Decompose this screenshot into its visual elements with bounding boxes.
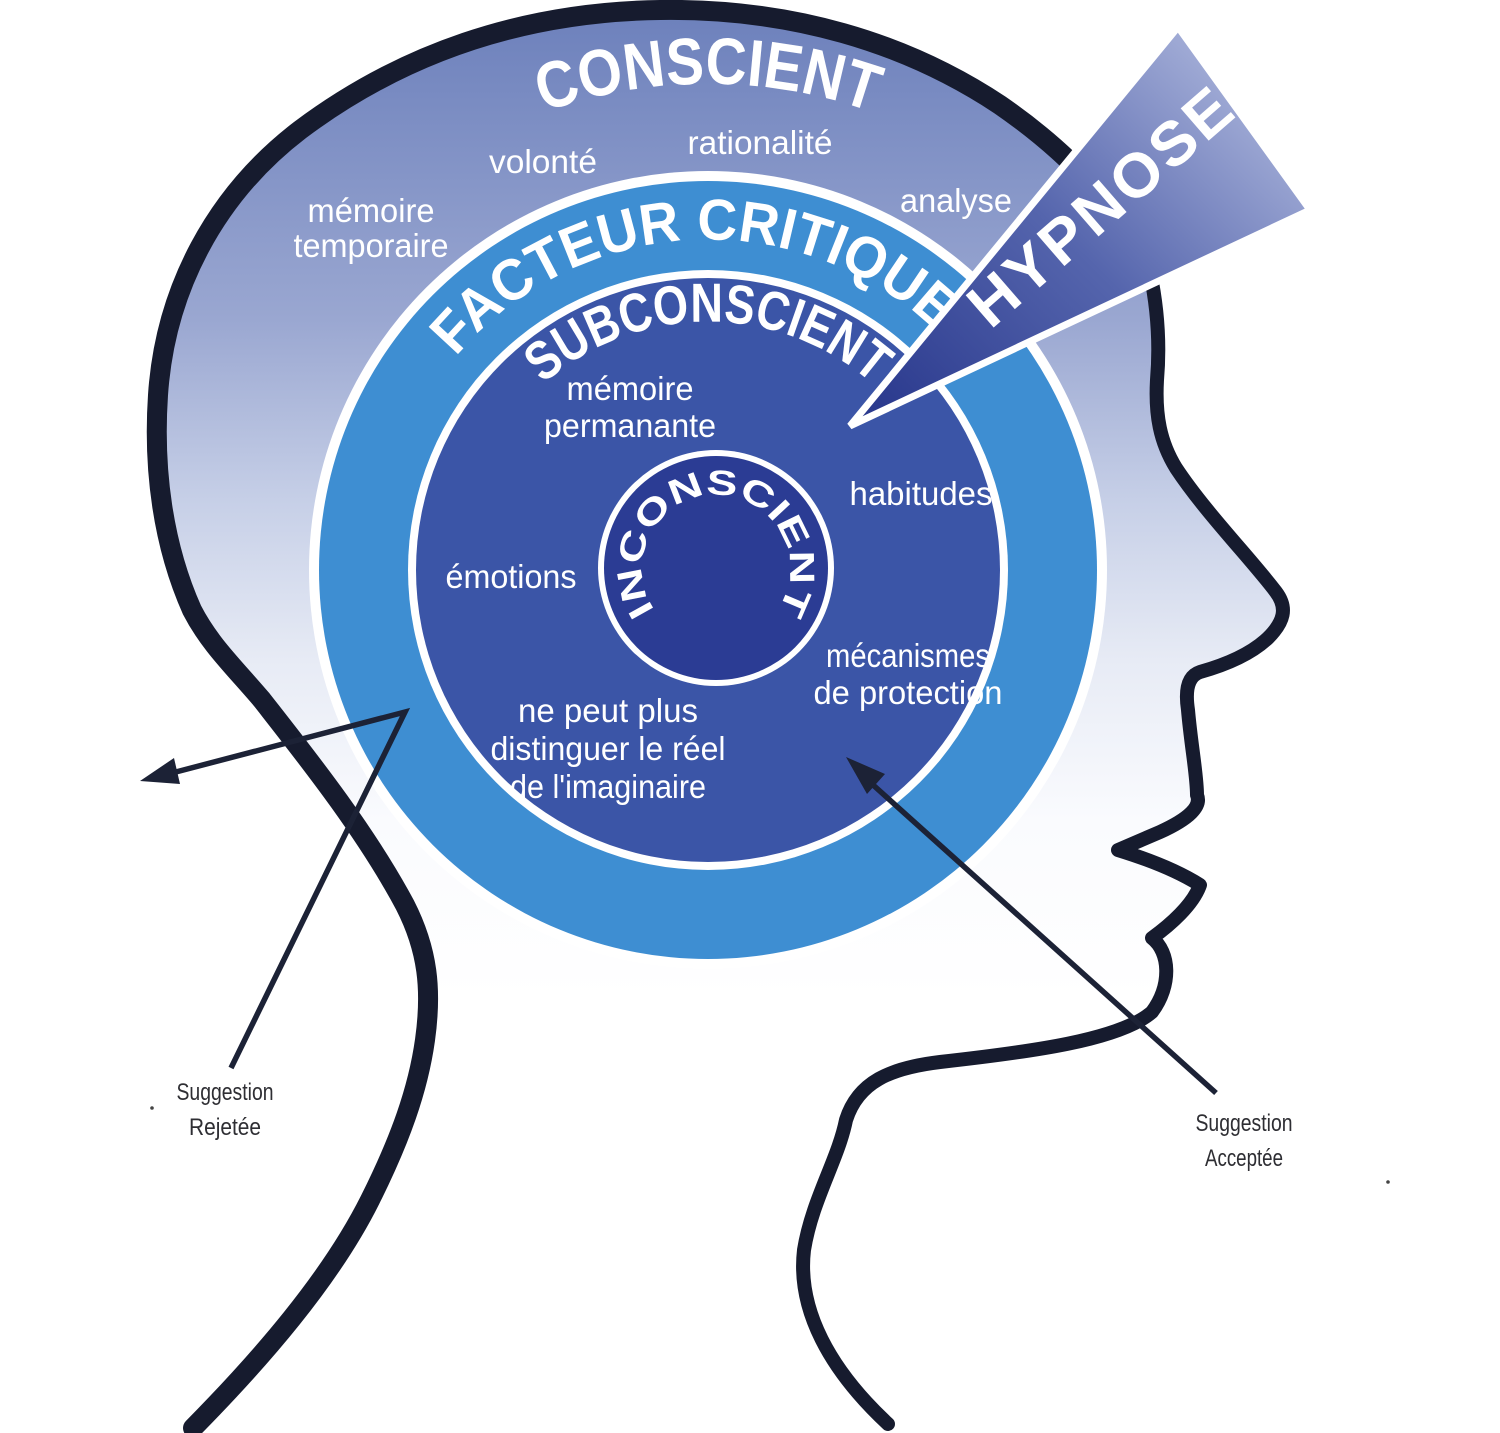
label-memoire-temporaire-line2: temporaire: [294, 227, 449, 264]
stray-dot-left: [150, 1106, 154, 1110]
label-memoire-permanante-line1: mémoire: [567, 370, 694, 407]
stray-dot-right: [1386, 1180, 1390, 1184]
label-ne-peut-line1: ne peut plus: [518, 692, 698, 729]
label-ne-peut-line3: de l'imaginaire: [510, 768, 706, 805]
label-memoire-temporaire-line1: mémoire: [308, 192, 435, 229]
label-mecanismes-line1: mécanismes: [826, 637, 990, 674]
label-ne-peut-line2: distinguer le réel: [491, 730, 726, 767]
caption-suggestion-rejetee-line1: Suggestion: [177, 1079, 274, 1106]
caption-suggestion-rejetee-line2: Rejetée: [189, 1114, 261, 1141]
label-volonte: volonté: [489, 143, 597, 180]
label-memoire-permanante-line2: permanante: [544, 407, 716, 444]
caption-suggestion-acceptee-line2: Acceptée: [1205, 1145, 1283, 1172]
label-analyse: analyse: [900, 182, 1012, 219]
head-outline-skull-back: [146, 0, 1160, 1433]
head-outline-face-profile: [796, 265, 1290, 1431]
hypnose-wedge: [847, 21, 1316, 430]
label-mecanismes-line2: de protection: [814, 674, 1003, 711]
label-habitudes: habitudes: [850, 475, 993, 512]
label-rationalite: rationalité: [688, 124, 833, 161]
arrow-rejected: [140, 707, 411, 1070]
label-emotions: émotions: [446, 558, 577, 595]
arrow-accepted: [846, 757, 1218, 1096]
inconscient-circle: [604, 456, 828, 680]
caption-suggestion-acceptee-line1: Suggestion: [1196, 1110, 1293, 1137]
